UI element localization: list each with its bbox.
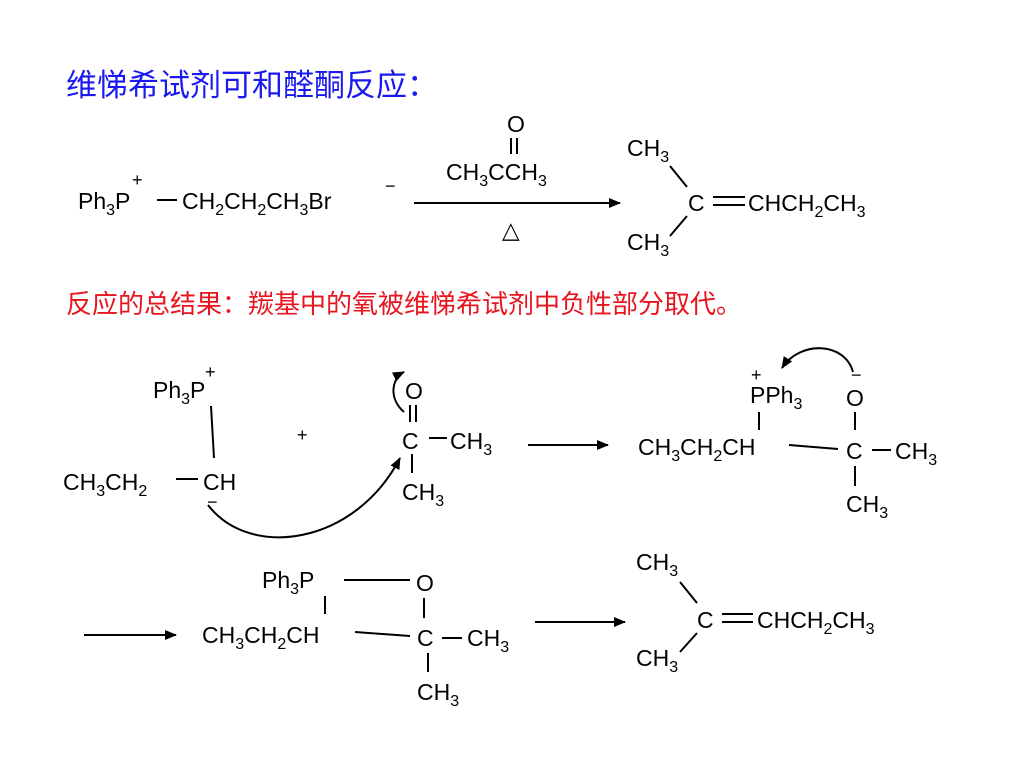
svg-text:CH3: CH3 (450, 428, 492, 459)
acetone-reagent: O CH3CCH3 (446, 111, 547, 190)
svg-text:CHCH2CH3: CHCH2CH3 (757, 607, 875, 638)
svg-text:O: O (405, 378, 423, 404)
svg-text:CH3CCH3: CH3CCH3 (446, 159, 547, 190)
svg-text:O: O (416, 570, 434, 596)
svg-text:CH3: CH3 (467, 625, 509, 656)
svg-text:PPh3: PPh3 (750, 382, 802, 413)
svg-text:C: C (688, 190, 705, 216)
svg-text:O: O (507, 111, 525, 137)
ketone: O C CH3 CH3 (402, 378, 492, 510)
summary-text: 反应的总结果：羰基中的氧被维悌希试剂中负性部分取代。 (66, 290, 743, 320)
svg-text:C: C (697, 607, 714, 633)
svg-text:CH3CH2CH: CH3CH2CH (202, 622, 320, 653)
svg-text:+: + (751, 365, 762, 385)
betaine: + PPh3 CH3CH2CH − O C CH3 CH3 (638, 365, 937, 522)
svg-text:CH3: CH3 (636, 645, 678, 676)
ylide: + Ph3P CH3CH2 CH − (63, 362, 236, 512)
carbonyl-arrow (391, 371, 405, 413)
svg-text:CH3: CH3 (636, 549, 678, 580)
svg-text:Ph3P: Ph3P (78, 188, 130, 219)
positive-charge: + (132, 170, 143, 190)
alkene-product-2: CH3 C CHCH2CH3 CH3 (636, 549, 875, 676)
svg-text:CH3: CH3 (417, 679, 459, 710)
page-heading: 维悌希试剂可和醛酮反应： (66, 68, 438, 104)
svg-text:C: C (417, 625, 434, 651)
svg-text:Ph3P: Ph3P (153, 377, 205, 408)
svg-text:CH3CH2: CH3CH2 (63, 469, 147, 500)
svg-text:C: C (402, 428, 419, 454)
svg-text:CH3: CH3 (846, 491, 888, 522)
wittig-salt: Ph3P + CH2CH2CH3Br − (78, 170, 396, 219)
svg-text:CH2CH2CH3Br: CH2CH2CH3Br (182, 188, 332, 219)
o-to-p-arrow (781, 347, 854, 373)
alkene-product-1: CH3 C CHCH2CH3 CH3 (627, 135, 866, 260)
svg-text:CHCH2CH3: CHCH2CH3 (748, 190, 866, 221)
svg-text:−: − (851, 365, 862, 385)
svg-text:CH3: CH3 (627, 135, 669, 166)
plus-sign: + (297, 425, 308, 445)
heat-symbol: △ (502, 217, 520, 243)
svg-text:−: − (207, 492, 218, 512)
svg-text:CH3: CH3 (627, 229, 669, 260)
svg-text:C: C (846, 438, 863, 464)
svg-text:+: + (205, 362, 216, 382)
svg-text:CH3CH2CH: CH3CH2CH (638, 434, 756, 465)
svg-text:CH: CH (203, 469, 236, 495)
svg-text:CH3: CH3 (402, 479, 444, 510)
svg-text:Ph3P: Ph3P (262, 567, 314, 598)
nucleophilic-attack-arrow (207, 457, 401, 539)
oxaphosphetane: Ph3P O CH3CH2CH C CH3 CH3 (202, 567, 509, 710)
svg-text:CH3: CH3 (895, 438, 937, 469)
negative-charge: − (385, 176, 396, 196)
svg-text:O: O (846, 385, 864, 411)
